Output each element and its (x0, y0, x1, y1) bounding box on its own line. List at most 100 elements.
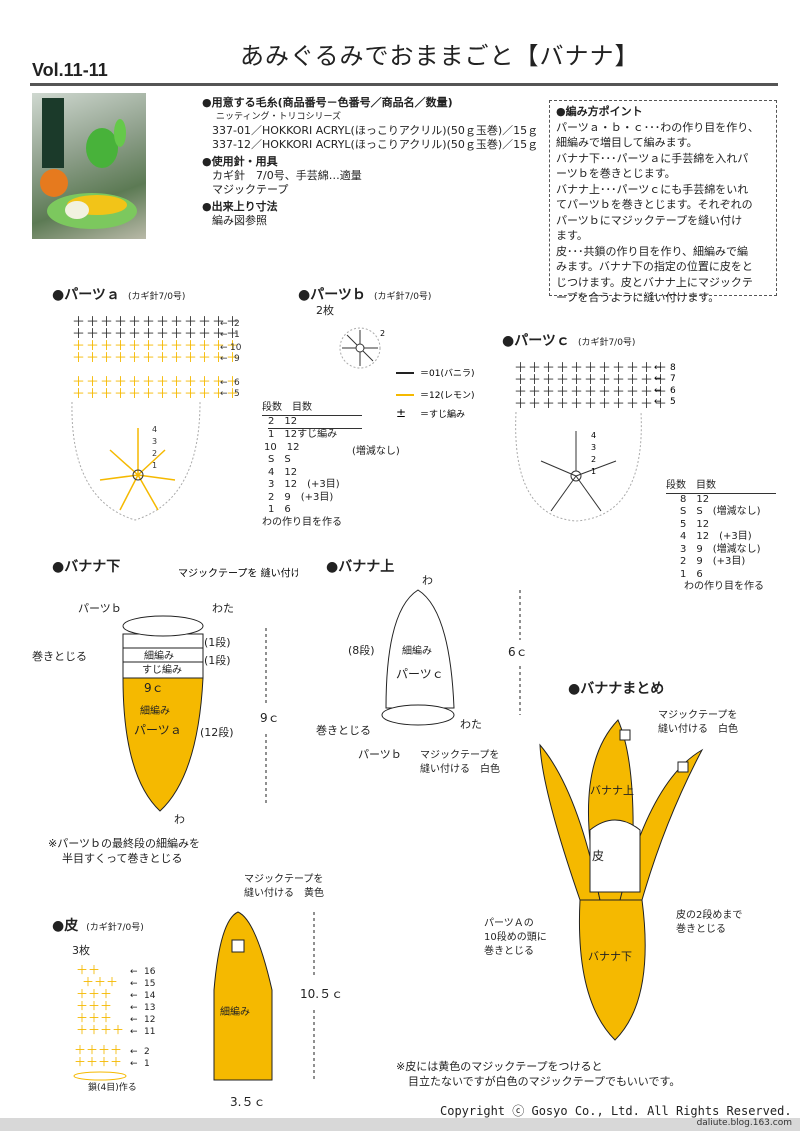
table-c-note: (+3目) (712, 556, 746, 567)
header-rule (30, 83, 778, 86)
svg-text:＋＋＋＋＋＋＋＋＋＋＋: ＋＋＋＋＋＋＋＋＋＋＋ (514, 361, 668, 376)
assembly-note-1: ※皮には黄色のマジックテープをつけると (396, 1060, 603, 1073)
table-b-cell: 12 (284, 415, 298, 427)
points-line: パーツｂにマジックテープを縫い付け (556, 213, 743, 227)
assembly-peel-label: 皮 (592, 849, 604, 863)
points-line: パーツａ・ｂ・ｃ･･･わの作り目を作り、 (556, 120, 759, 134)
upper-velcro-2: 縫い付ける 白色 (420, 762, 500, 775)
blog-strip: daliute.blog.163.com (0, 1118, 800, 1131)
svg-text:＋＋＋＋＋＋＋＋＋＋＋: ＋＋＋＋＋＋＋＋＋＋＋ (514, 397, 668, 412)
part-a-row-9: 9 (234, 354, 240, 364)
part-c-center-4: 4 (591, 431, 596, 440)
part-a-diagram: ＋＋＋＋＋＋＋＋＋＋＋＋ ＋＋＋＋＋＋＋＋＋＋＋＋ ＋＋＋＋＋＋＋＋＋＋＋＋ ＋… (71, 315, 242, 521)
lower-wa-label: わ (174, 813, 185, 826)
lower-height-label: 9ｃ (260, 711, 280, 725)
part-c-row-6: 6 (670, 386, 676, 396)
peel-height-label: 10.５ｃ (300, 987, 343, 1001)
table-c-cell: 9 (696, 543, 703, 555)
tools-line-2: マジックテープ (212, 183, 289, 196)
peel-velcro-1: マジックテープを (244, 873, 323, 885)
points-line: 細編みで増目して編みます。 (556, 136, 698, 149)
points-line: ーツｂを巻きとじます。 (556, 167, 676, 180)
banana-upper-diagram: わ (8段) 細編み パーツｃ 6ｃ 巻きとじる わた パーツｂ マジックテープ… (316, 574, 528, 775)
svg-text:＋＋＋＋: ＋＋＋＋ (74, 1043, 122, 1057)
part-a-heading: ●パーツａ (カギ針7/0号) (52, 284, 185, 304)
part-a-title: ●パーツａ (52, 287, 120, 303)
svg-text:←: ← (130, 979, 138, 989)
svg-text:←: ← (130, 967, 138, 977)
table-b-cell: 1 (268, 429, 275, 440)
svg-text:＋＋＋＋: ＋＋＋＋ (76, 1023, 124, 1037)
table-b-cell: 9 (+3目) (284, 491, 334, 503)
part-c-center-2: 2 (591, 455, 596, 464)
legend-lemon: ＝12(レモン) (420, 391, 474, 401)
peel-chain-label: 鎖(4目)作る (88, 1081, 137, 1093)
table-b-header: 目数 (292, 402, 312, 413)
lower-wata-label: わた (212, 602, 234, 615)
table-c-cell: 5 (680, 518, 687, 530)
table-b-note: (増減なし) (352, 446, 400, 457)
svg-text:←: ← (220, 389, 228, 399)
svg-text:←: ← (654, 363, 662, 373)
part-a-center-4: 4 (152, 425, 157, 434)
table-b-cell: 12 (+3目) (284, 479, 340, 490)
table-c-cell: 12 (696, 531, 710, 542)
size-line-1: 編み図参照 (212, 214, 267, 227)
lower-velcro-note: マジックテープを 縫い付ける 白色 (178, 566, 298, 579)
size-heading: ●出来上り寸法 (202, 200, 278, 213)
svg-text:＋＋: ＋＋ (76, 963, 100, 977)
peel-chart-diagram: ＋＋＋＋＋＋＋＋ ＋＋＋＋＋＋＋＋＋＋ ＋＋＋＋＋＋＋＋ ←16 ←15 ←14… (73, 963, 156, 1093)
materials-heading: ●用意する毛糸(商品番号－色番号／商品名／数量) (202, 96, 453, 109)
upper-wata-label: わた (460, 718, 482, 731)
points-heading: ●編み方ポイント (556, 105, 643, 118)
table-c-cell: 6 (696, 568, 703, 580)
peel-row-1: 1 (144, 1059, 150, 1069)
legend-vanilla: ＝01(バニラ) (420, 368, 474, 379)
part-c-hook: (カギ針7/0号) (577, 338, 636, 348)
part-a-row-2: 2 (234, 319, 240, 329)
table-c-note: (+3目) (719, 531, 752, 542)
peel-row-14: 14 (144, 991, 156, 1001)
svg-text:＋＋＋＋＋＋＋＋＋＋＋: ＋＋＋＋＋＋＋＋＋＋＋ (514, 373, 668, 388)
part-a-row-5: 5 (234, 389, 240, 399)
svg-text:＋＋＋＋＋＋＋＋＋＋＋＋: ＋＋＋＋＋＋＋＋＋＋＋＋ (72, 375, 240, 390)
volume-label: Vol.11-11 (32, 60, 108, 80)
svg-text:＋＋＋: ＋＋＋ (76, 999, 112, 1013)
upper-maki-label: 巻きとじる (316, 724, 371, 737)
photo-illustration (40, 98, 137, 229)
assembly-peel-note-1: 皮の2段めまで (676, 908, 742, 921)
part-a-center-1: 1 (152, 461, 157, 470)
assembly-velcro-1: マジックテープを (658, 709, 737, 721)
peel-row-12: 12 (144, 1015, 155, 1025)
svg-text:＋＋＋＋＋＋＋＋＋＋＋＋: ＋＋＋＋＋＋＋＋＋＋＋＋ (72, 387, 240, 402)
upper-wa-label: わ (422, 574, 433, 587)
svg-text:←: ← (130, 1015, 138, 1025)
lower-body-label: 細編み (140, 704, 170, 717)
peel-row-11: 11 (144, 1027, 155, 1037)
peel-title: ●皮 (52, 918, 79, 934)
table-b-cell: 4 (268, 466, 275, 478)
assembly-upper-label: バナナ上 (590, 784, 634, 797)
svg-text:←: ← (654, 374, 662, 384)
part-c-row-8: 8 (670, 363, 676, 373)
svg-text:←: ← (220, 354, 228, 364)
table-c-cell: 12 (696, 493, 710, 505)
svg-text:＋＋＋＋＋＋＋＋＋＋＋＋: ＋＋＋＋＋＋＋＋＋＋＋＋ (72, 327, 240, 342)
svg-text:←: ← (220, 343, 228, 353)
table-c-cell: 8 (680, 493, 687, 505)
table-b-footer: わの作り目を作る (262, 516, 342, 528)
peel-count: 3枚 (72, 944, 90, 957)
svg-text:←: ← (130, 991, 138, 1001)
yarn-2: 337-12／HOKKORI ACRYL(ほっこりアクリル)(50ｇ玉巻)／15… (212, 138, 539, 151)
lower-width-label: 9ｃ (144, 681, 164, 695)
assembly-lower-label: バナナ下 (588, 950, 632, 963)
points-line: バナナ上･･･パーツｃにも手芸綿をいれ (556, 182, 749, 196)
upper-body-label: 細編み (402, 644, 432, 657)
part-a-hook: (カギ針7/0号) (127, 292, 186, 302)
materials-section: ●用意する毛糸(商品番号－色番号／商品名／数量) ニッティング・トリコシリーズ … (202, 96, 538, 228)
table-b-cell: 10 (264, 441, 277, 453)
upper-rows8: (8段) (348, 643, 375, 657)
table-b-cell: 6 (284, 504, 291, 515)
table-c-cell: 4 (680, 531, 687, 542)
points-line: じつけます。皮とバナナ上にマジックテ (556, 275, 753, 289)
